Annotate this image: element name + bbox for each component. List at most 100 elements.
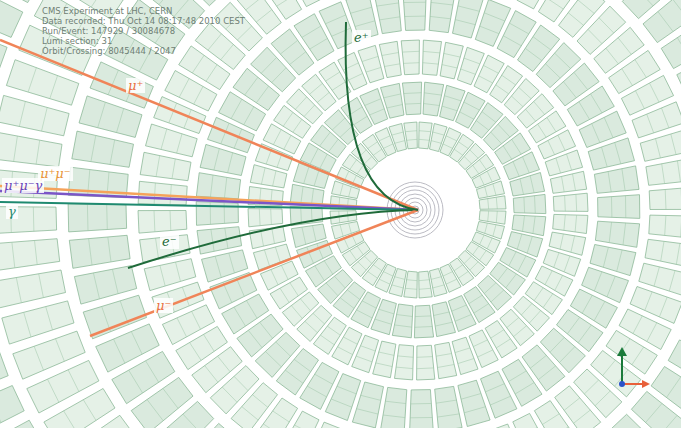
detector-layer [375,319,392,324]
detector-layer [204,334,215,351]
detector-layer [502,75,516,85]
detector-layer [578,325,591,343]
detector-cell [649,215,681,239]
detector-layer [172,159,175,179]
detector-cell [553,193,588,211]
detector-layer [667,377,681,398]
detector-layer [646,403,662,422]
detector-layer [168,427,186,428]
detector-layer [176,262,181,281]
detector-layer [313,226,317,242]
detector-cell [430,269,448,297]
detector-layer [42,108,48,132]
detector-layer [224,177,226,198]
detector-cell [381,387,407,428]
detector-layer [487,171,492,182]
detector-layer [361,346,376,351]
detector-layer [562,176,565,192]
detector-layer [478,350,493,357]
detector-layer [526,109,536,121]
detector-layer [179,79,189,98]
detector-layer [592,124,600,143]
detector-layer [419,139,430,140]
detector-layer [662,108,669,128]
detector-cell [422,40,441,75]
detector-cell [609,414,668,428]
detector-cell [68,204,127,232]
detector-layer [177,134,182,153]
detector-layer [256,10,272,22]
detector-layer [294,359,311,371]
detector-cell [677,48,681,96]
detector-layer [310,38,328,49]
detector-layer [405,16,426,17]
detector-layer [459,142,469,149]
detector-layer [513,162,519,177]
detector-layer [574,410,591,423]
detector-layer [669,271,675,292]
detector-layer [602,147,608,167]
detector-layer [443,272,453,277]
detector-layer [509,371,527,382]
detector-layer [146,361,159,383]
detector-layer [656,139,661,158]
detector-layer [0,396,1,423]
detector-layer [356,356,372,362]
detector-layer [419,280,430,281]
detector-layer [192,311,201,329]
detector-cell [196,173,240,199]
detector-layer [433,132,445,135]
detector-layer [533,37,551,50]
detector-layer [604,117,613,137]
detector-layer [417,356,433,358]
detector-layer [114,339,125,363]
detector-layer [482,112,496,123]
detector-layer [106,204,108,229]
detector-layer [300,299,310,311]
detector-layer [234,307,246,326]
detector-layer [599,18,614,33]
detector-layer [362,301,376,308]
detector-layer [435,322,452,326]
detector-cell [403,0,427,30]
detector-layer [320,132,331,146]
detector-layer [156,238,159,259]
detector-layer [622,69,633,86]
detector-layer [349,223,352,233]
run-event: Run/Event: 147929 / 30084678 [42,26,175,36]
detector-layer [368,142,378,149]
detector-cell [419,271,433,298]
detector-cell [417,345,435,380]
detector-cell [0,420,43,428]
detector-layer [659,297,667,317]
detector-cell [2,301,74,344]
detector-layer [444,96,461,101]
detector-cell [649,187,681,210]
detector-layer [24,312,31,337]
detector-layer [454,265,463,271]
detector-layer [387,105,403,109]
detector-layer [484,283,496,294]
detector-layer [302,26,321,38]
detector-layer [28,68,36,92]
detector-layer [112,269,118,294]
detector-layer [163,388,178,408]
detector-layer [443,144,453,149]
detector-layer [444,53,461,57]
detector-cell [0,270,65,308]
detector-layer [530,176,534,193]
detector-layer [48,379,59,402]
detector-layer [424,104,440,106]
detector-layer [431,277,441,280]
detector-layer [314,171,319,186]
detector-layer [344,238,349,249]
detector-layer [496,211,497,223]
detector-cell [0,386,24,428]
dimuon-track [0,186,418,210]
detector-layer [433,285,445,288]
detector-layer [512,139,522,154]
detector-layer [511,96,523,107]
detector-layer [340,184,343,196]
detector-layer [547,118,556,132]
detector-layer [271,270,278,285]
